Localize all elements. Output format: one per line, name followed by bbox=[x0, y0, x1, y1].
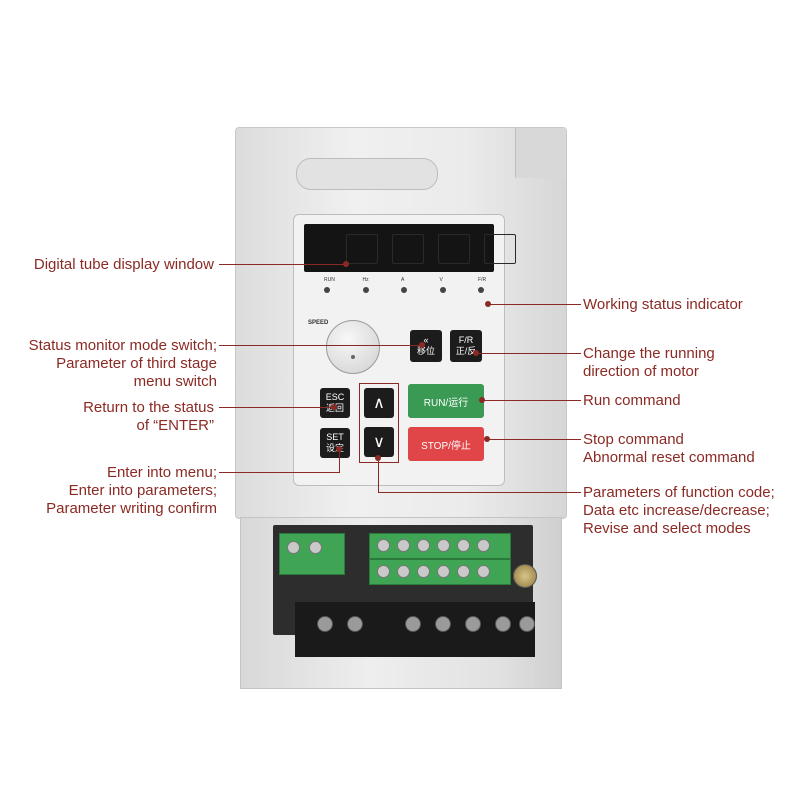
ground-screw bbox=[513, 564, 537, 588]
leader-dot bbox=[485, 301, 491, 307]
esc-button[interactable]: ESC 返回 bbox=[320, 388, 350, 418]
leader-dot bbox=[336, 446, 342, 452]
terminal-screw bbox=[377, 565, 390, 578]
terminal-block bbox=[279, 533, 345, 575]
led-indicator bbox=[478, 287, 484, 293]
power-screw bbox=[495, 616, 511, 632]
leader-line-stop bbox=[487, 439, 581, 440]
shift-button[interactable]: « 移位 bbox=[410, 330, 442, 362]
label-status-monitor-switch: Status monitor mode switch; Parameter of… bbox=[28, 337, 217, 390]
power-screw bbox=[465, 616, 481, 632]
leader-line-run bbox=[482, 400, 581, 401]
leader-dot bbox=[479, 397, 485, 403]
fr-button[interactable]: F/R 正/反 bbox=[450, 330, 482, 362]
power-screw bbox=[347, 616, 363, 632]
leader-line-direction bbox=[476, 353, 581, 354]
terminal-screw bbox=[417, 539, 430, 552]
leader-line-arrows bbox=[378, 458, 379, 493]
leader-line-set bbox=[219, 472, 339, 473]
stop-button[interactable]: STOP/停止 bbox=[408, 427, 484, 461]
led-indicator bbox=[324, 287, 330, 293]
inverter-device: RUN Hz A V F/R SPEED « 移位 F/R 正/反 ESC 返回… bbox=[235, 127, 567, 689]
leader-line-working-status bbox=[488, 304, 581, 305]
display-digit bbox=[392, 234, 424, 264]
display-digit bbox=[484, 234, 516, 264]
leader-dot bbox=[375, 455, 381, 461]
leader-dot bbox=[473, 350, 479, 356]
led-indicator bbox=[401, 287, 407, 293]
led-indicator bbox=[439, 287, 446, 293]
led-label: A bbox=[401, 277, 405, 283]
control-panel: RUN Hz A V F/R SPEED « 移位 F/R 正/反 ESC 返回… bbox=[293, 214, 516, 486]
speed-knob[interactable] bbox=[326, 320, 380, 374]
terminal-screw bbox=[437, 565, 450, 578]
led-label: RUN bbox=[324, 277, 335, 283]
label-run-command: Run command bbox=[583, 392, 681, 409]
led-indicator bbox=[362, 287, 369, 293]
arrow-keys-highlight: ∧ ∨ bbox=[359, 383, 399, 463]
power-terminal-block bbox=[295, 602, 535, 657]
power-screw bbox=[519, 616, 535, 632]
status-leds: RUN Hz A V F/R bbox=[324, 277, 486, 293]
terminal-screw bbox=[287, 541, 300, 554]
label-change-direction: Change the running direction of motor bbox=[583, 345, 715, 380]
leader-line-esc bbox=[219, 407, 334, 408]
label-return-status: Return to the status of “ENTER” bbox=[83, 399, 214, 434]
terminal-screw bbox=[477, 565, 490, 578]
display-digit bbox=[438, 234, 470, 264]
leader-line-status-switch bbox=[219, 345, 422, 346]
label-enter-menu: Enter into menu; Enter into parameters; … bbox=[46, 464, 217, 517]
display-digit bbox=[346, 234, 378, 264]
down-button[interactable]: ∨ bbox=[364, 427, 394, 457]
led-label: V bbox=[439, 277, 443, 283]
leader-dot bbox=[484, 436, 490, 442]
terminal-screw bbox=[377, 539, 390, 552]
power-screw bbox=[435, 616, 451, 632]
run-button[interactable]: RUN/运行 bbox=[408, 384, 484, 418]
terminal-screw bbox=[309, 541, 322, 554]
label-function-code: Parameters of function code; Data etc in… bbox=[583, 484, 775, 537]
terminal-screw bbox=[457, 565, 470, 578]
terminal-screw bbox=[437, 539, 450, 552]
terminal-screw bbox=[477, 539, 490, 552]
leader-dot bbox=[343, 261, 349, 267]
label-working-status: Working status indicator bbox=[583, 296, 743, 313]
housing-notch bbox=[515, 128, 566, 178]
terminal-screw bbox=[457, 539, 470, 552]
terminal-screw bbox=[417, 565, 430, 578]
led-label: Hz bbox=[362, 277, 369, 283]
leader-dot bbox=[419, 342, 425, 348]
terminal-area bbox=[273, 525, 533, 635]
power-screw bbox=[317, 616, 333, 632]
leader-line-display bbox=[219, 264, 346, 265]
leader-line-set bbox=[339, 448, 340, 473]
led-label: F/R bbox=[478, 277, 487, 283]
terminal-screw bbox=[397, 565, 410, 578]
speed-label: SPEED bbox=[308, 320, 329, 326]
terminal-screw bbox=[397, 539, 410, 552]
leader-line-arrows bbox=[378, 492, 581, 493]
up-button[interactable]: ∧ bbox=[364, 388, 394, 418]
label-stop-command: Stop command Abnormal reset command bbox=[583, 431, 755, 466]
label-digital-display: Digital tube display window bbox=[33, 256, 214, 273]
set-button[interactable]: SET 设定 bbox=[320, 428, 350, 458]
housing-slot bbox=[296, 158, 438, 190]
power-screw bbox=[405, 616, 421, 632]
leader-dot bbox=[331, 404, 337, 410]
